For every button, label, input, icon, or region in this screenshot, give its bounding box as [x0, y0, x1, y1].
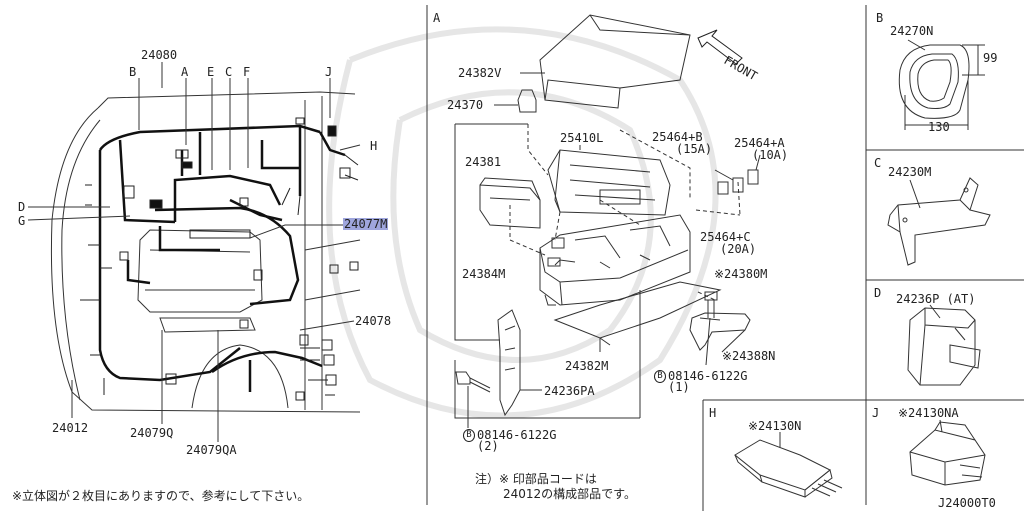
dim-height: 99	[983, 51, 998, 65]
label-24130na: ※24130NA	[898, 406, 959, 420]
panel-a-letter: A	[433, 11, 441, 25]
panel-d-letter: D	[874, 286, 882, 300]
panel-h-letter: H	[709, 406, 717, 420]
label-24270n: 24270N	[890, 24, 934, 38]
label-24384m: 24384M	[462, 267, 506, 281]
label-24012: 24012	[52, 421, 89, 435]
bolt-marker-left: B	[463, 429, 475, 442]
label-24388n: ※24388N	[722, 349, 776, 363]
panel-c-letter: C	[874, 156, 882, 170]
callout-h: H	[370, 139, 378, 153]
callout-c: C	[225, 65, 233, 79]
label-24080: 24080	[141, 48, 178, 62]
watermark-emblem	[326, 26, 719, 419]
label-25464c: 25464+C	[700, 230, 751, 244]
label-24236p-at: 24236P (AT)	[896, 292, 976, 306]
callout-e: E	[207, 65, 215, 79]
callout-j: J	[325, 65, 333, 79]
label-25464c-amp: (20A)	[720, 242, 757, 256]
label-24077m-highlighted[interactable]: 24077M	[343, 217, 389, 231]
label-24380m: ※24380M	[714, 267, 768, 281]
bolt-marker-right: B	[654, 370, 666, 383]
label-25464a: 25464+A	[734, 136, 785, 150]
label-24382m: 24382M	[565, 359, 609, 373]
note-line-1: 注）※ 印部品コードは	[475, 472, 597, 486]
label-24078: 24078	[355, 314, 392, 328]
label-24370: 24370	[447, 98, 484, 112]
label-24381: 24381	[465, 155, 502, 169]
label-bolt1-code: 08146-6122G	[668, 369, 748, 383]
label-bolt2-code: 08146-6122G	[477, 428, 557, 442]
dim-width: 130	[928, 120, 950, 134]
footnote: ※立体図が２枚目にありますので、参考にして下さい。	[12, 489, 310, 503]
callout-a: A	[181, 65, 189, 79]
label-25464b: 25464+B	[652, 130, 703, 144]
callout-f: F	[243, 65, 251, 79]
label-24130n: ※24130N	[748, 419, 802, 433]
label-24230m: 24230M	[888, 165, 932, 179]
panel-j-letter: J	[872, 406, 880, 420]
note-line-2: 24012の構成部品です。	[503, 487, 636, 501]
label-24236pa: 24236PA	[544, 384, 595, 398]
diagram-id: J24000T0	[938, 496, 996, 510]
label-bolt1-qty: (1)	[668, 380, 690, 394]
panel-b-letter: B	[876, 11, 884, 25]
label-24382v: 24382V	[458, 66, 502, 80]
callout-d: D	[18, 200, 26, 214]
callout-g: G	[18, 214, 26, 228]
label-25410l: 25410L	[560, 131, 604, 145]
label-25464b-amp: (15A)	[676, 142, 713, 156]
callout-b: B	[129, 65, 137, 79]
label-bolt2-qty: (2)	[477, 439, 499, 453]
label-24079q: 24079Q	[130, 426, 174, 440]
label-24079qa: 24079QA	[186, 443, 237, 457]
label-25464a-amp: (10A)	[752, 148, 789, 162]
